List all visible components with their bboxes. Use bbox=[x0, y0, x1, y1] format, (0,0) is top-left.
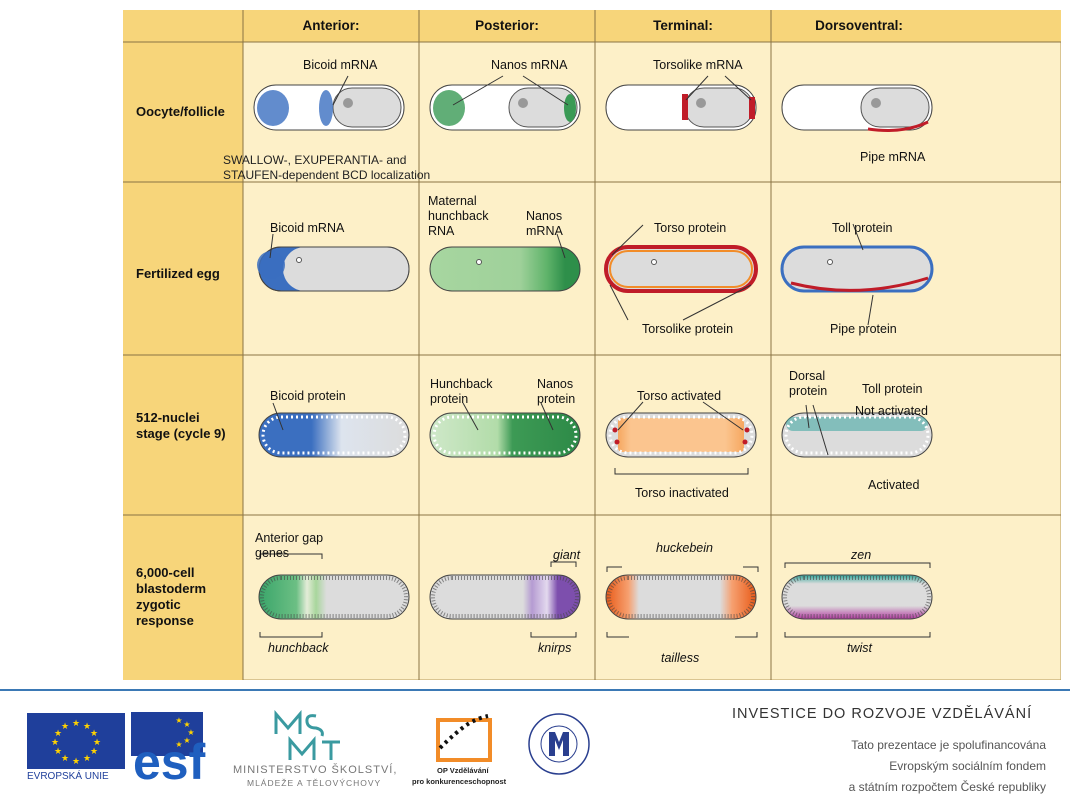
egg-posterior bbox=[429, 246, 581, 292]
svg-text:★: ★ bbox=[61, 722, 69, 732]
label-huckebein-gene: huckebein bbox=[656, 541, 713, 555]
svg-text:esf: esf bbox=[133, 734, 206, 782]
label-twist-gene: twist bbox=[847, 641, 872, 655]
label-torsolike-mrna: Torsolike mRNA bbox=[653, 58, 743, 72]
column-header-anterior: Anterior: bbox=[302, 18, 360, 33]
row-label-oocyte: Oocyte/follicle bbox=[136, 104, 225, 119]
label-dorsal-protein: Dorsal protein bbox=[789, 369, 828, 398]
label-torsolike-protein: Torsolike protein bbox=[642, 322, 734, 336]
blastoderm-dorsoventral bbox=[781, 574, 933, 620]
label-torso-inactivated: Torso inactivated bbox=[635, 486, 729, 500]
syncytium-dorsoventral bbox=[781, 412, 933, 458]
svg-text:★: ★ bbox=[83, 722, 91, 732]
msmt-label-line1: MINISTERSTVO ŠKOLSTVÍ, bbox=[233, 764, 398, 776]
label-activated: Activated bbox=[868, 478, 920, 492]
egg-dorsoventral bbox=[780, 245, 934, 293]
svg-text:★: ★ bbox=[175, 716, 182, 725]
row-label-blastoderm: 6,000-cell blastoderm zygotic response bbox=[136, 565, 207, 628]
oocyte-dorsoventral bbox=[781, 84, 933, 132]
label-bicoid-mrna-egg: Bicoid mRNA bbox=[270, 221, 345, 235]
cofinancing-line3: a státním rozpočtem České republiky bbox=[848, 780, 1046, 794]
label-tailless-gene: tailless bbox=[661, 651, 700, 665]
label-bicoid-protein: Bicoid protein bbox=[270, 389, 346, 403]
label-pipe-protein: Pipe protein bbox=[830, 322, 897, 336]
label-anterior-gap-genes: Anterior gap genes bbox=[255, 531, 324, 560]
blastoderm-anterior bbox=[258, 574, 410, 620]
row-label-fertilized-egg: Fertilized egg bbox=[136, 266, 220, 281]
svg-text:★: ★ bbox=[54, 747, 62, 757]
svg-text:★: ★ bbox=[54, 729, 62, 739]
column-header-posterior: Posterior: bbox=[475, 18, 539, 33]
syncytium-terminal bbox=[605, 412, 757, 458]
blastoderm-posterior bbox=[429, 574, 581, 620]
label-not-activated: Not activated bbox=[855, 404, 928, 418]
syncytium-posterior bbox=[429, 412, 581, 458]
oocyte-anterior bbox=[253, 84, 405, 131]
op-label-line1: OP Vzdělávání bbox=[437, 766, 489, 775]
label-giant-gene: giant bbox=[553, 548, 581, 562]
masaryk-university-seal bbox=[528, 713, 590, 775]
label-torso-activated: Torso activated bbox=[637, 389, 722, 403]
row-label-512-nuclei: 512-nuclei stage (cycle 9) bbox=[136, 410, 226, 441]
svg-text:★: ★ bbox=[72, 719, 80, 729]
label-knirps-gene: knirps bbox=[538, 641, 572, 655]
oocyte-terminal bbox=[605, 84, 757, 131]
svg-text:★: ★ bbox=[90, 729, 98, 739]
label-toll-protein-egg: Toll protein bbox=[832, 221, 893, 235]
oocyte-posterior bbox=[429, 84, 581, 131]
svg-text:★: ★ bbox=[183, 720, 190, 729]
svg-text:★: ★ bbox=[61, 754, 69, 764]
svg-text:★: ★ bbox=[72, 757, 80, 767]
eu-label: EVROPSKÁ UNIE bbox=[27, 771, 109, 782]
embryo-diagram bbox=[123, 10, 1061, 680]
blastoderm-terminal bbox=[605, 574, 757, 620]
cofinancing-line2: Evropským sociálním fondem bbox=[889, 759, 1046, 773]
svg-text:★: ★ bbox=[90, 747, 98, 757]
cofinancing-line1: Tato prezentace je spolufinancována bbox=[851, 738, 1046, 752]
syncytium-anterior bbox=[258, 412, 410, 458]
svg-text:★: ★ bbox=[93, 738, 101, 748]
label-bcd-localization-note: SWALLOW-, EXUPERANTIA- and STAUFEN-depen… bbox=[223, 153, 431, 182]
label-pipe-mrna: Pipe mRNA bbox=[860, 150, 926, 164]
label-torso-protein: Torso protein bbox=[654, 221, 727, 235]
svg-text:★: ★ bbox=[187, 728, 194, 737]
label-nanos-mrna-oocyte: Nanos mRNA bbox=[491, 58, 568, 72]
label-hunchback-gene: hunchback bbox=[268, 641, 329, 655]
label-bicoid-mrna-oocyte: Bicoid mRNA bbox=[303, 58, 378, 72]
label-maternal-hunchback-rna: Maternal hunchback RNA bbox=[428, 194, 489, 238]
op-label-line2: pro konkurenceschopnost bbox=[412, 777, 507, 786]
column-header-terminal: Terminal: bbox=[653, 18, 713, 33]
egg-anterior bbox=[257, 246, 410, 292]
msmt-logo bbox=[274, 710, 340, 760]
svg-text:★: ★ bbox=[183, 736, 190, 745]
label-hunchback-protein: Hunchback protein bbox=[430, 377, 493, 406]
label-nanos-mrna-egg: Nanos mRNA bbox=[526, 209, 563, 238]
esf-logo: ★★★★★ esf bbox=[131, 712, 206, 782]
label-nanos-protein: Nanos protein bbox=[537, 377, 576, 406]
egg-terminal bbox=[604, 245, 758, 293]
svg-text:★: ★ bbox=[83, 754, 91, 764]
svg-text:★: ★ bbox=[175, 740, 182, 749]
label-toll-protein-syncytium: Toll protein bbox=[862, 382, 923, 396]
svg-text:★: ★ bbox=[51, 738, 59, 748]
op-vzdelavani-logo bbox=[436, 714, 492, 762]
column-header-dorsoventral: Dorsoventral: bbox=[815, 18, 903, 33]
label-zen-gene: zen bbox=[851, 548, 872, 562]
msmt-label-line2: MLÁDEŽE A TĚLOVÝCHOVY bbox=[247, 778, 382, 788]
footer-divider bbox=[0, 689, 1070, 691]
investice-heading: INVESTICE DO ROZVOJE VZDĚLÁVÁNÍ bbox=[732, 706, 1033, 722]
eu-flag-logo: ★★★★ ★★★★ ★★★★ bbox=[27, 713, 125, 769]
